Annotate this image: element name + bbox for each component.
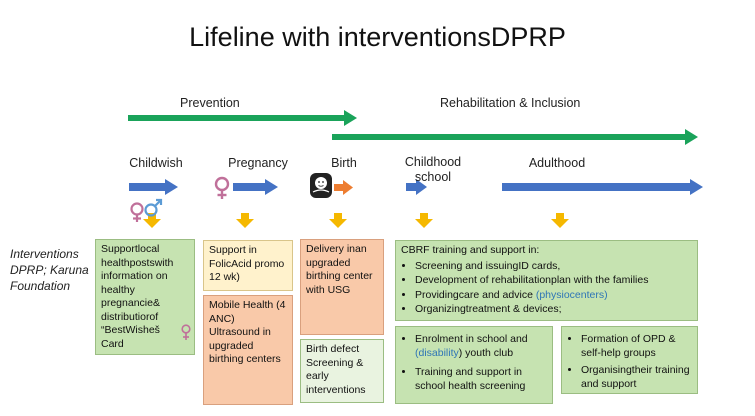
down-arrow-childhood [415, 213, 433, 228]
stage-childhood-school: Childhood school [404, 155, 462, 184]
adult-item: Formation of OPD & self-help groups [581, 333, 692, 360]
school-list: Enrolment in school and (disability) you… [401, 333, 547, 393]
childwish-intervention-text: Supportlocal healthpostswith information… [101, 243, 174, 350]
folic-acid-text: Support in FolicAcid promo 12 wk) [209, 244, 285, 283]
stage-adulthood: Adulthood [528, 156, 586, 170]
down-arrow-pregnancy [236, 213, 254, 228]
pregnancy-top-box: Support in FolicAcid promo 12 wk) [203, 240, 293, 291]
interventions-label: Interventions DPRP; Karuna Foundation [10, 247, 89, 293]
birth-arrow [334, 180, 353, 195]
delivery-text: Delivery inan upgraded birthing center w… [306, 243, 373, 296]
childwish-arrow [129, 179, 178, 195]
stage-childwish: Childwish [129, 156, 183, 170]
rehabilitation-label: Rehabilitation & Inclusion [440, 96, 581, 110]
page-title: Lifeline with interventionsDPRP [189, 22, 566, 52]
pregnancy-arrow [233, 179, 278, 195]
adulthood-arrow [502, 179, 703, 195]
rehabilitation-arrow [332, 129, 698, 145]
school-item: Training and support in school health sc… [415, 366, 547, 393]
childwish-intervention-box: Supportlocal healthpostswith information… [95, 239, 195, 355]
cbrf-item: Organizingtreatment & devices; [415, 303, 692, 317]
stage-birth: Birth [331, 156, 357, 170]
pregnancy-bottom-box: Mobile Health (4 ANC) Ultrasound in upgr… [203, 295, 293, 405]
mobile-health-text: Mobile Health (4 ANC) Ultrasound in upgr… [209, 299, 286, 365]
cbrf-item: Providingcare and advice (physiocenters) [415, 289, 692, 303]
cbrf-item: Screening and issuingID cards, [415, 260, 692, 274]
adult-list: Formation of OPD & self-help groups Orga… [567, 333, 692, 391]
male-female-symbols-icon [130, 198, 163, 222]
cbrf-list: Screening and issuingID cards, Developme… [401, 260, 692, 317]
baby-icon [310, 173, 332, 198]
disability-highlight: (disability [415, 346, 459, 359]
cbrf-heading: CBRF training and support in: [401, 244, 540, 256]
birth-bottom-box: Birth defect Screening & early intervent… [300, 339, 384, 403]
birth-top-box: Delivery inan upgraded birthing center w… [300, 239, 384, 335]
prevention-label: Prevention [180, 96, 240, 110]
cbrf-item: Development of rehabilitationplan with t… [415, 274, 692, 288]
childhood-arrow [406, 179, 427, 195]
down-arrow-adulthood [551, 213, 569, 228]
female-symbol-icon [214, 176, 230, 199]
cbrf-box: CBRF training and support in: Screening … [395, 240, 698, 321]
physiocenters-note: (physiocenters) [535, 288, 608, 301]
prevention-arrow [128, 110, 357, 126]
down-arrow-birth [329, 213, 347, 228]
adult-box: Formation of OPD & self-help groups Orga… [561, 326, 698, 394]
school-item: Enrolment in school and (disability) you… [415, 333, 547, 360]
adult-item: Organisingtheir training and support [581, 364, 692, 391]
school-box: Enrolment in school and (disability) you… [395, 326, 553, 404]
stage-pregnancy: Pregnancy [228, 156, 288, 170]
birth-defect-text: Birth defect Screening & early intervent… [306, 343, 366, 396]
